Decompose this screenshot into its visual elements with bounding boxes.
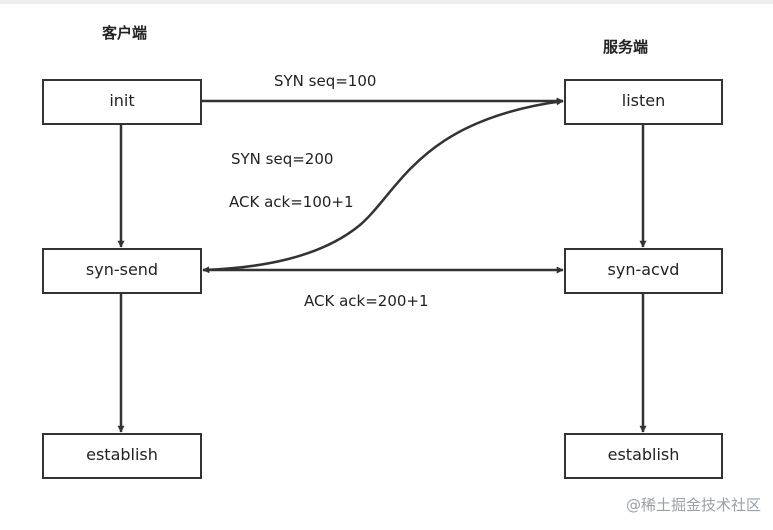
node-client-establish: establish [86,445,158,464]
node-syn-send-box [42,248,202,294]
watermark: @稀土掘金技术社区 [625,496,761,514]
node-server-establish: establish [607,445,680,464]
server-heading: 服务端 [603,38,649,56]
node-init: init [109,91,135,110]
message-syn-seq-200: SYN seq=200 [231,150,334,168]
message-ack-100: ACK ack=100+1 [229,193,354,211]
node-client-establish-box [42,433,202,479]
message-syn-seq-100: SYN seq=100 [274,72,377,90]
arrow-synack-listen-to-syn-send [202,98,564,274]
node-listen: listen [621,91,666,110]
top-border [0,0,773,4]
message-ack-200: ACK ack=200+1 [304,292,429,310]
node-server-establish-box [564,433,723,479]
node-syn-acvd: syn-acvd [607,260,680,279]
client-heading: 客户端 [102,24,148,42]
node-syn-send: syn-send [85,260,159,279]
